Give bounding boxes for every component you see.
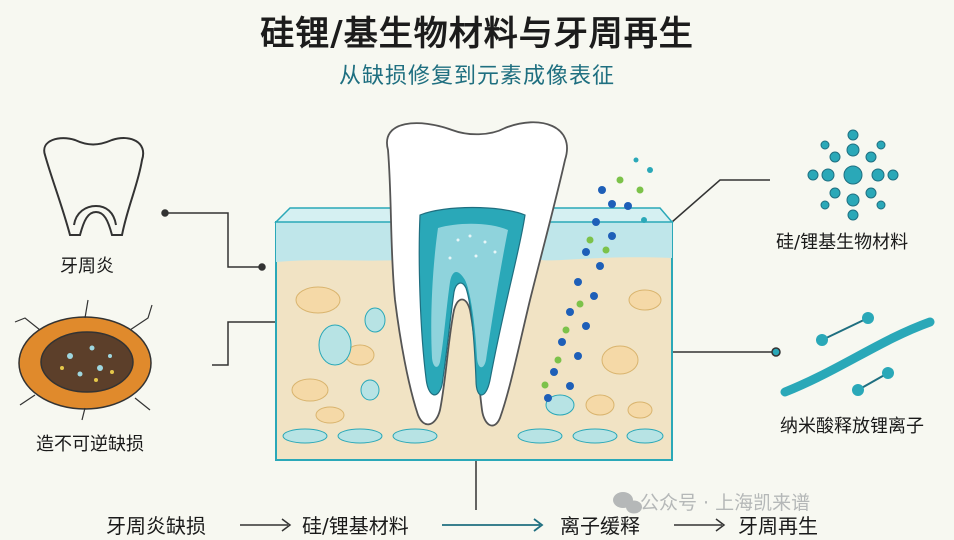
tooth-outline-icon [43,137,145,236]
flow-step-2: 硅/锂基材料 [302,514,409,538]
wechat-icon [613,492,642,514]
flow-step-4: 牙周再生 [738,514,818,538]
label-periodontitis: 牙周炎 [60,256,114,277]
flow-arrow-3 [674,518,726,532]
connector-defect [212,321,290,366]
label-biomaterial: 硅/锂基生物材料 [776,232,909,253]
label-nano-release: 纳米酸释放锂离子 [780,416,924,437]
connector-lines [161,179,781,510]
flow-arrow-2 [442,518,544,532]
flow-step-1: 牙周炎缺损 [106,514,206,538]
nanowire-icon [780,312,935,397]
ion-particles [541,157,653,402]
bone-defect-icon [14,299,153,421]
connector-periodontitis [165,212,262,268]
flow-arrow-1 [240,518,292,532]
page-title: 硅锂/基生物材料与牙周再生 [260,14,694,54]
tooth-cross-section [386,121,568,427]
connector-biomaterial [671,179,770,223]
page-subtitle: 从缺损修复到元素成像表征 [338,64,615,89]
nanocluster-icon [807,129,899,221]
watermark: 公众号 · 上海凯来谱 [640,492,811,514]
flow-step-3: 离子缓释 [560,514,640,538]
label-irreversible-defect: 造不可逆缺损 [36,434,144,455]
